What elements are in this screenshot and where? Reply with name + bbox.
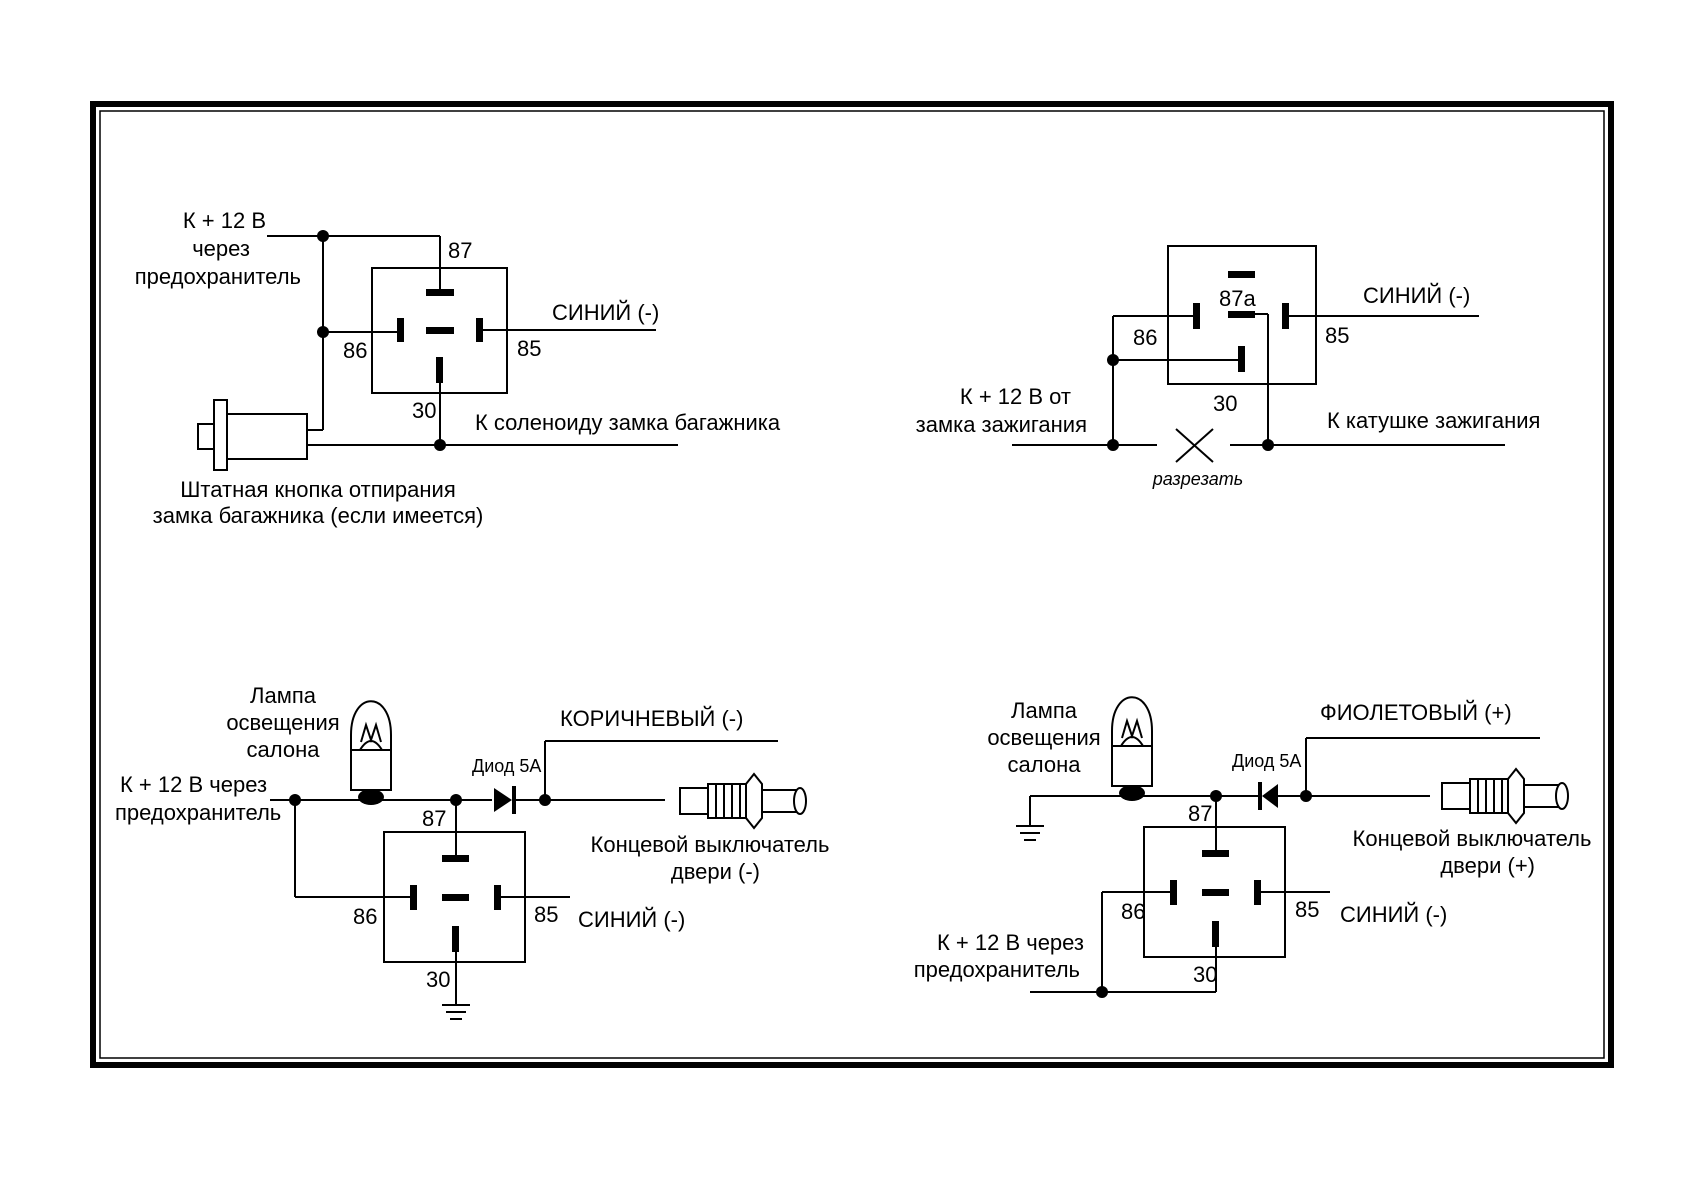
button-label-line2: замка багажника (если имеется) [153,503,484,528]
junction-dot [1210,790,1222,802]
contact-87 [442,855,469,862]
wire85-label: СИНИЙ (-) [552,300,659,325]
door-switch-icon [679,772,807,830]
diode-label: Диод 5А [1232,751,1301,771]
lamp-label-line1: Лампа [250,683,317,708]
button-label-line1: Штатная кнопка отпирания [180,477,455,502]
contact-30 [452,926,459,952]
contact-87 [1202,850,1229,857]
diagram-trunk-release: К + 12 В через предохранитель 87 86 85 3… [135,208,781,528]
pin-30-label: 30 [426,967,450,992]
k12-label-line1: К + 12 В через [120,772,267,797]
contact-86 [1170,880,1177,905]
lamp-label-line3: салона [247,737,321,762]
pin-85-label: 85 [1295,897,1319,922]
wire85-label: СИНИЙ (-) [1340,902,1447,927]
contact-86 [1193,303,1200,329]
contact-87 [426,289,454,296]
pin-87-label: 87 [448,238,472,263]
lamp-label-line3: салона [1008,752,1082,777]
pin-87-label: 87 [422,806,446,831]
coil-label: К катушке зажигания [1327,408,1540,433]
pin-30-label: 30 [412,398,436,423]
k12-label-line2: предохранитель [115,800,281,825]
contact-85 [494,885,501,910]
pin-30-label: 30 [1193,962,1217,987]
lamp-icon [1111,696,1153,801]
solenoid-label: К соленоиду замка багажника [475,410,781,435]
contact-87a [1228,271,1255,278]
junction-dot [1300,790,1312,802]
lamp-label-line2: освещения [987,725,1100,750]
k12-label-line2: через [192,236,250,261]
k12-label-line3: предохранитель [135,264,301,289]
diode-icon [1253,782,1290,810]
junction-dot [539,794,551,806]
k12-label-line1: К + 12 В [183,208,266,233]
contact-30 [1212,921,1219,947]
junction-dot [317,326,329,338]
pin-86-label: 86 [1133,325,1157,350]
k12-label-line1: К + 12 В от [960,384,1071,409]
lamp-icon [350,700,392,805]
contact-center [426,327,454,334]
junction-dot [317,230,329,242]
switch-label-line1: Концевой выключатель [1353,826,1592,851]
diagram-courtesy-lamp-positive: Лампа освещения салона Диод 5А ФИОЛЕТОВЫ… [914,696,1592,998]
wire85-label: СИНИЙ (-) [578,907,685,932]
pin-30-label: 30 [1213,391,1237,416]
junction-dot [1107,354,1119,366]
cut-mark-icon [1175,428,1214,463]
pin-87a-label: 87a [1219,286,1256,311]
switch-label-line2: двери (+) [1440,853,1535,878]
junction-dot [1262,439,1274,451]
k12-label-line2: замка зажигания [916,412,1087,437]
pin-86-label: 86 [1121,899,1145,924]
contact-85 [476,318,483,342]
contact-85 [1254,880,1261,905]
contact-30 [436,357,443,383]
junction-dot [450,794,462,806]
contact-center [442,894,469,901]
pin-85-label: 85 [517,336,541,361]
contact-86 [397,318,404,342]
brown-wire-label: КОРИЧНЕВЫЙ (-) [560,706,743,731]
pin-86-label: 86 [353,904,377,929]
cut-label: разрезать [1152,469,1243,489]
diode-label: Диод 5А [472,756,541,776]
wire85-label: СИНИЙ (-) [1363,283,1470,308]
outer-frame [90,101,1614,1068]
k12-label-line2: предохранитель [914,957,1080,982]
violet-wire-label: ФИОЛЕТОВЫЙ (+) [1320,700,1512,725]
switch-label-line2: двери (-) [671,859,760,884]
contact-center [1202,889,1229,896]
ground-icon [442,1004,470,1020]
diagram-courtesy-lamp-negative: Лампа освещения салона К + 12 В через пр… [115,683,830,1020]
contact-center [1228,311,1255,318]
pin-87-label: 87 [1188,801,1212,826]
door-switch-icon [1441,767,1569,825]
pin-86-label: 86 [343,338,367,363]
contact-30 [1238,346,1245,372]
junction-dot [1107,439,1119,451]
junction-dot [434,439,446,451]
k12-label-line1: К + 12 В через [937,930,1084,955]
lamp-label-line2: освещения [226,710,339,735]
lamp-label-line1: Лампа [1011,698,1078,723]
switch-label-line1: Концевой выключатель [591,832,830,857]
junction-dot [1096,986,1108,998]
diode-icon [494,786,528,814]
pin-85-label: 85 [534,902,558,927]
contact-85 [1282,303,1289,329]
pin-85-label: 85 [1325,323,1349,348]
diagram-ignition-cut: 87a 86 85 30 СИНИЙ (-) К + 12 В от замка… [916,245,1540,489]
trunk-button-icon [197,399,308,471]
contact-86 [410,885,417,910]
inner-frame [99,110,1605,1059]
junction-dot [289,794,301,806]
ground-icon [1016,825,1044,841]
